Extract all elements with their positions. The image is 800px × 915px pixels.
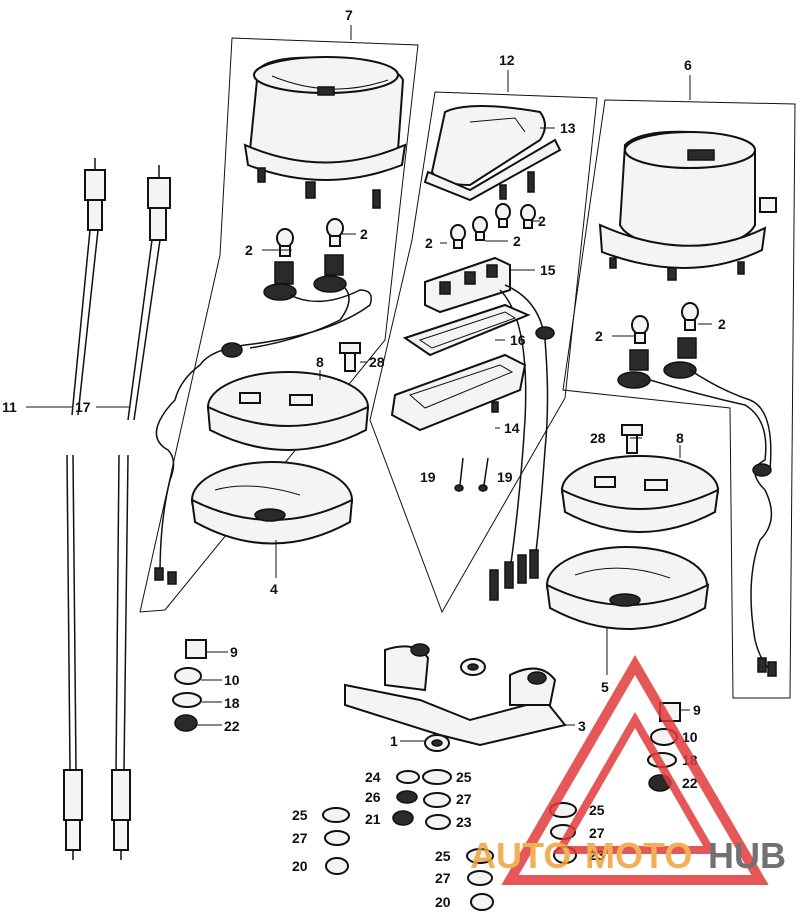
speedometer-assembly xyxy=(243,56,407,209)
callout-19-a: 19 xyxy=(420,469,436,485)
callout-20-a: 20 xyxy=(292,858,308,874)
callout-12: 12 xyxy=(499,52,515,68)
callout-8-b: 8 xyxy=(676,430,684,446)
callout-10-a: 10 xyxy=(224,672,240,688)
cup-8-left xyxy=(206,371,370,451)
bracket-3 xyxy=(344,643,567,752)
callout-10-b: 10 xyxy=(682,729,698,745)
callout-11: 11 xyxy=(2,399,17,415)
callout-18-a: 18 xyxy=(224,695,240,711)
callout-17: 17 xyxy=(75,399,91,415)
callout-23-a: 23 xyxy=(456,814,472,830)
speedometer-cable-11 xyxy=(63,158,106,860)
callout-2-b: 2 xyxy=(360,226,368,242)
callout-7: 7 xyxy=(345,7,353,23)
tachometer-assembly xyxy=(598,130,777,281)
screws-19 xyxy=(454,457,489,492)
watermark-triangle-icon xyxy=(501,655,769,885)
wire-harness-indicator xyxy=(504,284,549,561)
callout-20-b: 20 xyxy=(435,894,451,910)
callout-2-d: 2 xyxy=(513,233,521,249)
socket-block-15 xyxy=(424,256,511,314)
mount-stack-left xyxy=(172,639,207,732)
leader-lines xyxy=(26,25,712,742)
tachometer-cable-17 xyxy=(111,165,171,860)
bulb-socket-set-left xyxy=(263,218,347,301)
callout-27-c: 27 xyxy=(435,870,451,886)
callout-9-a: 9 xyxy=(230,644,238,660)
bulb-socket-set-right xyxy=(617,302,699,389)
callout-25-d: 25 xyxy=(589,802,605,818)
group-outline-indicator xyxy=(369,91,598,614)
callout-22-b: 22 xyxy=(682,775,698,791)
callout-27-b: 27 xyxy=(292,830,308,846)
callout-21: 21 xyxy=(365,811,381,827)
gasket-16 xyxy=(402,303,531,357)
watermark-inner-triangle-icon xyxy=(553,711,717,854)
indicator-bulbs xyxy=(450,203,536,249)
callout-16: 16 xyxy=(510,332,526,348)
indicator-case-14 xyxy=(390,353,527,432)
callout-2-g: 2 xyxy=(718,316,726,332)
bolt-28-left xyxy=(339,342,361,372)
callout-9-b: 9 xyxy=(693,702,701,718)
callout-26: 26 xyxy=(365,789,381,805)
callout-28-b: 28 xyxy=(590,430,606,446)
callout-15: 15 xyxy=(540,262,556,278)
watermark-text-auto: AUTO xyxy=(470,835,571,876)
indicator-lens-13 xyxy=(423,105,562,202)
cup-8-right xyxy=(560,455,720,533)
watermark-text-moto: MOTO xyxy=(585,835,692,876)
callout-2-e: 2 xyxy=(538,213,546,229)
group-outline-tachometer xyxy=(562,99,796,699)
case-5 xyxy=(545,546,710,630)
callout-13: 13 xyxy=(560,120,576,136)
callout-labels: 7 12 13 6 2 2 2 2 2 2 2 15 16 14 8 28 28… xyxy=(2,7,726,910)
callout-25-b: 25 xyxy=(292,807,308,823)
case-4 xyxy=(190,461,354,545)
callout-19-b: 19 xyxy=(497,469,513,485)
callout-14: 14 xyxy=(504,420,520,436)
watermark-text-hub: HUB xyxy=(708,835,786,876)
callout-4: 4 xyxy=(270,581,278,597)
wire-harness-tacho xyxy=(649,379,773,671)
callout-3: 3 xyxy=(578,718,586,734)
callout-2-f: 2 xyxy=(595,328,603,344)
callout-22-a: 22 xyxy=(224,718,240,734)
callout-5: 5 xyxy=(601,679,609,695)
callout-24: 24 xyxy=(365,769,381,785)
wire-harness-speedo xyxy=(155,289,372,576)
callout-27-a: 27 xyxy=(456,791,472,807)
callout-6: 6 xyxy=(684,57,692,73)
callout-28-a: 28 xyxy=(369,354,385,370)
callout-1: 1 xyxy=(390,733,398,749)
callout-25-c: 25 xyxy=(435,848,451,864)
callout-2-a: 2 xyxy=(245,242,253,258)
callout-8-a: 8 xyxy=(316,354,324,370)
callout-27-d: 27 xyxy=(589,825,605,841)
bolt-28-right xyxy=(621,424,643,454)
watermark-logo: AUTO MOTO HUB xyxy=(470,655,786,885)
callout-2-c: 2 xyxy=(425,235,433,251)
group-outline-speedometer xyxy=(139,37,419,613)
callout-25-a: 25 xyxy=(456,769,472,785)
